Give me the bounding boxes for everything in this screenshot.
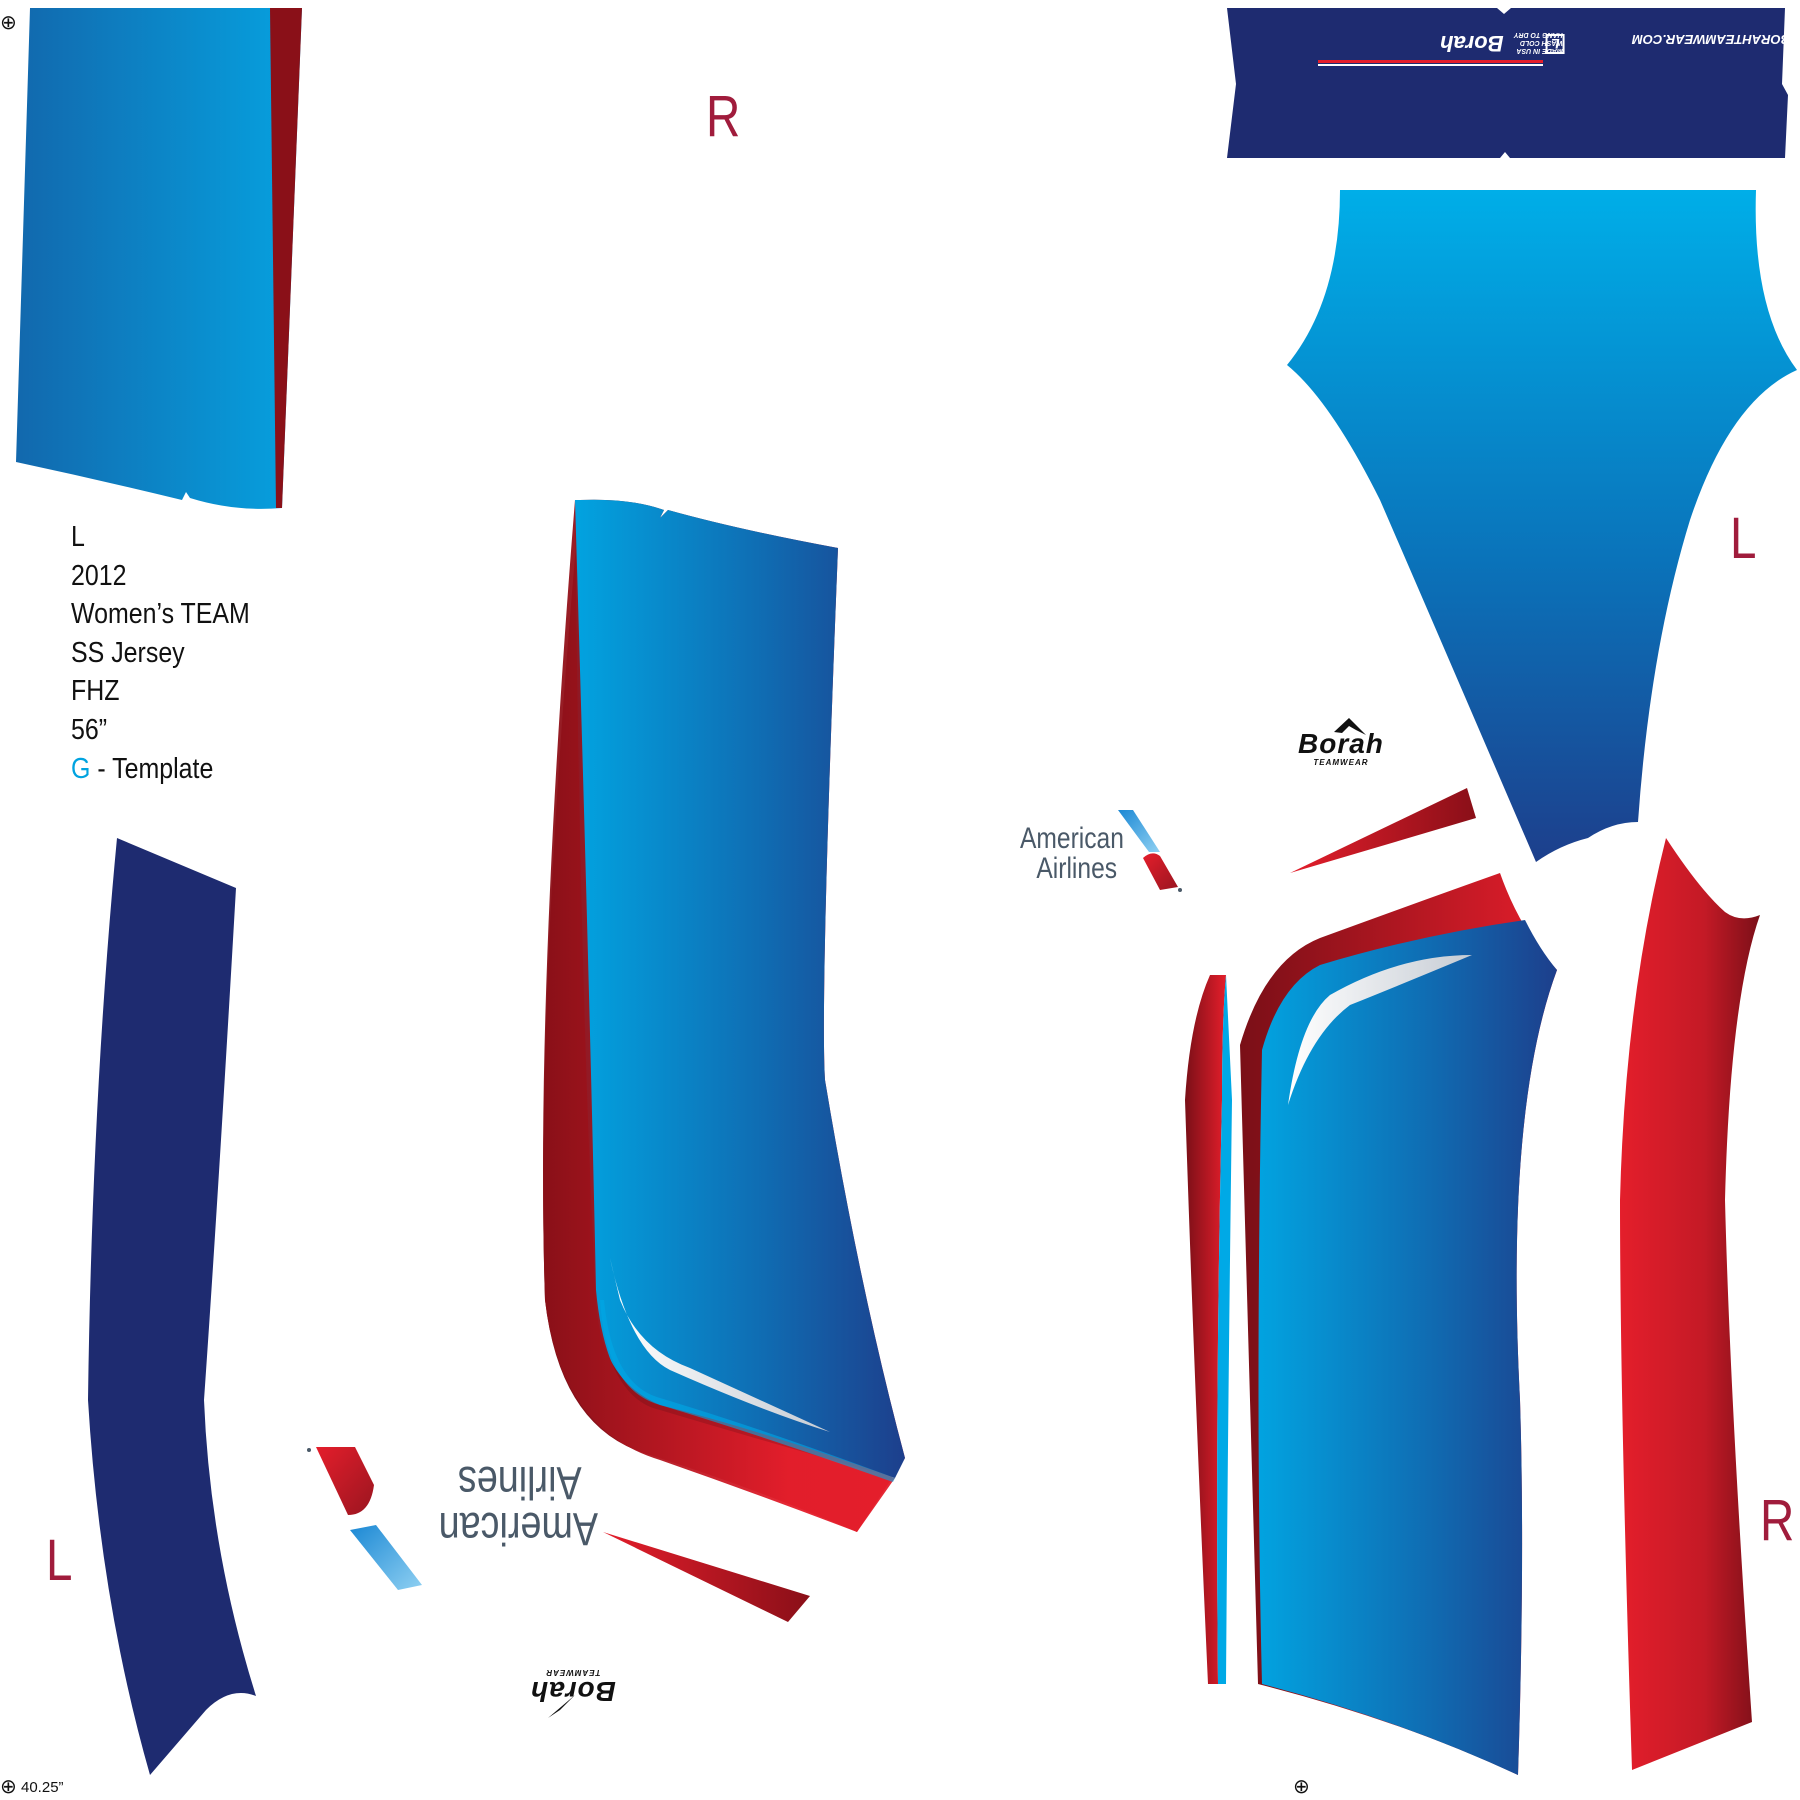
american-airlines-logo-rotated: American Airlines (404, 1457, 598, 1555)
front-panel-center (543, 499, 905, 1532)
front-panel-right (1185, 873, 1557, 1775)
borah-peak-icon-rotated (548, 1695, 575, 1718)
aa-logo-rotated-line1: American (438, 1503, 598, 1555)
panel-label-right-upper: L (1730, 506, 1757, 571)
collar-brand: Borah (1440, 31, 1504, 56)
panel-label-top-center: R (706, 84, 741, 149)
red-accent-triangle-center (603, 1532, 810, 1622)
registration-mark-top-left-icon: ⊕ (0, 10, 17, 34)
panel-label-left-lower: L (46, 1528, 73, 1593)
american-airlines-logo-upright: American Airlines (1020, 824, 1147, 884)
spec-zip-length: 56” (71, 713, 108, 746)
collar-panel (1227, 8, 1788, 158)
sleeve-panel-top-left (16, 8, 302, 509)
aa-logo-line1: American (1020, 822, 1124, 855)
spec-zip: FHZ (71, 675, 120, 708)
borah-peak-icon-upright (1334, 718, 1366, 735)
panel-label-right-lower: R (1760, 1488, 1795, 1553)
template-letter: G (71, 752, 91, 785)
american-airlines-mark-upright (1118, 810, 1182, 892)
borah-logo-rotated: Borah TEAMWEAR (530, 1668, 616, 1707)
registration-mark-bottom-right-icon: ⊕ (1293, 1774, 1310, 1798)
spec-model-code: 2012 (71, 559, 127, 592)
side-panel-navy (88, 838, 256, 1775)
aa-logo-rotated-line2: Airlines (457, 1457, 582, 1509)
template-text: - Template (90, 752, 214, 785)
borah-logo-rotated-name: Borah (530, 1676, 616, 1707)
aa-logo-line2: Airlines (1036, 852, 1118, 885)
collar-size-box: L (1546, 34, 1565, 54)
spec-type: SS Jersey (71, 636, 185, 669)
borah-logo-sub: TEAMWEAR (1313, 758, 1369, 767)
red-accent-triangle-right (1290, 788, 1476, 873)
borah-logo-name: Borah (1298, 728, 1384, 759)
spec-template: G - Template (71, 750, 250, 789)
collar-url: BORAHTEAMWEAR.COM (1632, 32, 1791, 47)
back-panel (1287, 190, 1797, 862)
side-panel-red (1620, 838, 1760, 1770)
spec-size: L (71, 521, 85, 553)
spec-name: Women’s TEAM (71, 598, 250, 631)
registration-mark-bottom-left-icon: ⊕ (0, 1774, 17, 1798)
spec-block: L 2012 Women’s TEAM SS Jersey FHZ 56” G … (71, 518, 250, 788)
american-airlines-mark-rotated (307, 1447, 422, 1590)
measurement-label: 40.25” (21, 1779, 64, 1796)
borah-logo-upright: Borah TEAMWEAR (1298, 728, 1384, 768)
